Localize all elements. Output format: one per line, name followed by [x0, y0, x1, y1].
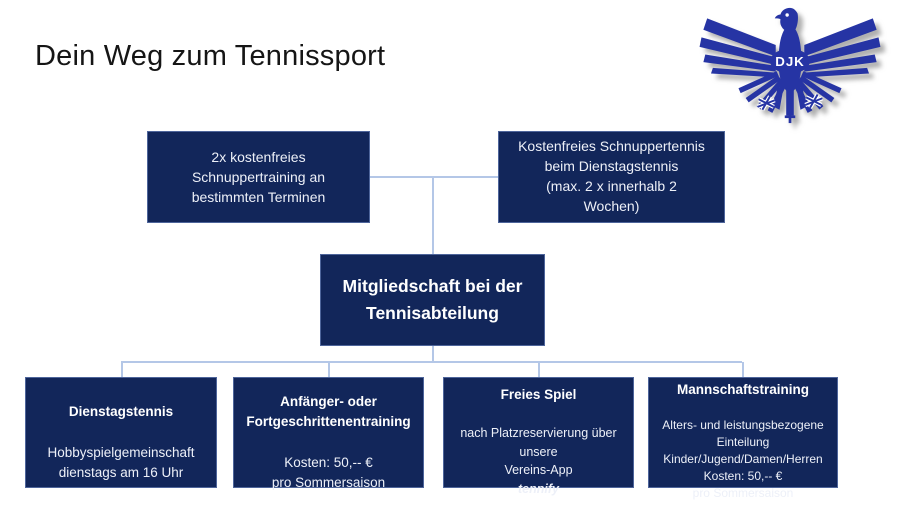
eagle-eye	[785, 13, 789, 17]
app-name: tennify	[518, 482, 559, 497]
eagle-claws	[756, 93, 824, 111]
connector-drop-training	[328, 362, 330, 377]
box-text: Mitgliedschaft bei der Tennisabteilung	[342, 275, 523, 323]
box-body: Kosten: 50,-- € pro Sommersaison	[271, 454, 386, 490]
box-heading: Anfänger- oder Fortgeschrittenentraining	[246, 394, 411, 430]
eagle-icon: DJK	[699, 7, 881, 124]
connector-drop-dienstagstennis	[121, 362, 123, 377]
page-title: Dein Weg zum Tennissport	[35, 40, 386, 72]
box-dienstagstennis: Dienstagstennis Hobbyspielgemeinschaft d…	[25, 377, 217, 488]
box-mitgliedschaft: Mitgliedschaft bei der Tennisabteilung	[320, 254, 545, 346]
box-schnuppertennis: Kostenfreies Schnuppertennis beim Dienst…	[498, 131, 725, 223]
logo-text: DJK	[775, 54, 805, 69]
box-heading: Freies Spiel	[500, 386, 577, 402]
box-text: Kostenfreies Schnuppertennis beim Dienst…	[518, 138, 705, 214]
box-anfaenger-training: Anfänger- oder Fortgeschrittenentraining…	[233, 377, 424, 490]
connector-drop-freies-spiel	[538, 362, 540, 377]
djk-eagle-logo: DJK	[698, 5, 882, 124]
box-text: 2x kostenfreies Schnuppertraining an bes…	[191, 148, 326, 206]
box-freies-spiel: Freies Spiel nach Platzreservierung über…	[443, 377, 634, 496]
connector-bottom-horizontal	[121, 361, 742, 363]
box-heading: Mannschaftstraining	[676, 382, 809, 398]
cross-icon	[784, 112, 796, 124]
connector-top-to-center	[432, 177, 434, 254]
connector-center-to-bottom	[432, 346, 434, 362]
connector-drop-mannschaft	[742, 362, 744, 377]
box-body: nach Platzreservierung über unsere Verei…	[460, 425, 617, 478]
box-schnuppertraining: 2x kostenfreies Schnuppertraining an bes…	[147, 131, 370, 223]
box-body: Alters- und leistungsbezogene Einteilung…	[662, 417, 824, 500]
box-heading: Dienstagstennis	[68, 404, 174, 420]
box-mannschaftstraining: Mannschaftstraining Alters- und leistung…	[648, 377, 838, 500]
connector-top-horizontal	[370, 176, 498, 178]
box-body: Hobbyspielgemeinschaft dienstags am 16 U…	[47, 444, 195, 480]
